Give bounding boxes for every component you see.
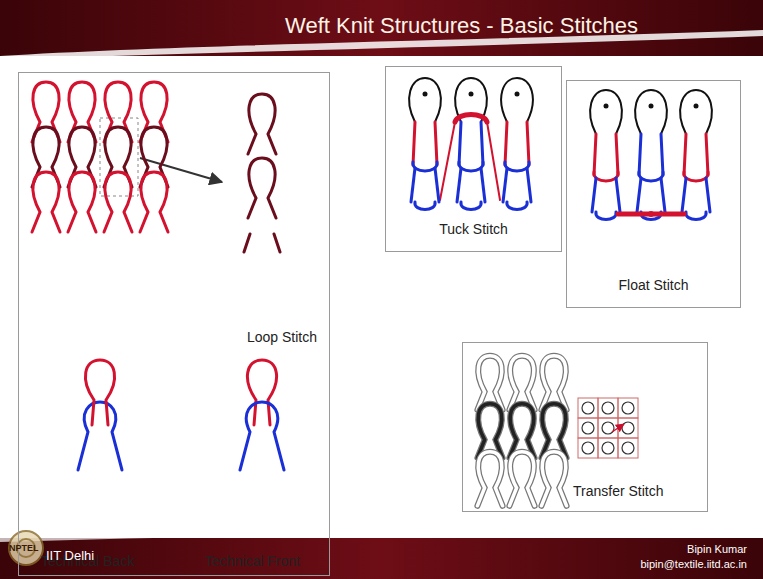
needle-grid-cell (618, 398, 638, 418)
needle-hook (590, 90, 622, 134)
needle-dot (649, 104, 654, 109)
float-yarn (618, 212, 684, 217)
knit-loop-leg (527, 168, 531, 202)
needle-hook (455, 78, 487, 122)
needle-dot (694, 104, 699, 109)
needle-grid-cell (598, 398, 618, 418)
needle-dot (469, 92, 474, 97)
needle-grid-cell (598, 438, 618, 458)
footer-bar (0, 538, 763, 579)
stitch-label: Technical Front (205, 553, 300, 570)
knit-loop-leg (411, 168, 415, 202)
stitch-label: Tuck Stitch (386, 221, 561, 238)
knit-loop (505, 162, 529, 171)
needle-grid-cell (578, 398, 598, 418)
knit-loop-leg (594, 134, 618, 175)
knit-loop (68, 172, 96, 232)
needle-grid-cell (578, 438, 598, 458)
needle-grid-cell (598, 418, 618, 438)
needle-grid-loop (602, 402, 614, 414)
knit-loop-leg (661, 178, 665, 212)
needle-hook (635, 90, 667, 134)
knit-loop-leg (639, 134, 663, 175)
transfer-loop (541, 452, 566, 506)
knit-loop-leg (481, 168, 485, 202)
transfer-loop-outline (541, 452, 566, 506)
knit-loop (85, 360, 114, 425)
knit-loop (596, 212, 616, 220)
knit-loop (78, 402, 122, 470)
stitch-panel: Loop StitchTechnical BackTechnical Front (18, 72, 330, 576)
knit-loop (461, 202, 481, 210)
tuck-leg (440, 122, 500, 200)
pointer-arrow (140, 158, 222, 182)
needle-dot (423, 92, 428, 97)
tuck-loop (455, 115, 487, 123)
knit-loop-leg (682, 178, 686, 212)
knit-loop (686, 212, 706, 220)
knit-loop-leg (457, 168, 461, 202)
knit-loop (507, 202, 527, 210)
knit-loop-leg (684, 134, 708, 175)
footer-label: IIT Delhi (46, 548, 94, 564)
needle-grid-loop (602, 442, 614, 454)
knit-loop-leg (616, 178, 620, 212)
footer-label: bipin@textile.iitd.ac.in (640, 558, 747, 571)
stitch-panel: Float Stitch (566, 80, 741, 308)
transfer-loop-outline (509, 452, 534, 506)
knit-loop (415, 202, 435, 210)
needle-grid-cell (618, 438, 638, 458)
knit-loop (594, 172, 618, 181)
slide-title: Weft Knit Structures - Basic Stitches (170, 13, 753, 39)
knit-loop (684, 172, 708, 181)
knit-loop (140, 172, 168, 232)
knit-loop-leg (244, 234, 280, 252)
knit-loop (240, 402, 284, 470)
knit-loop (459, 162, 483, 171)
knit-loop-leg (413, 122, 437, 165)
footer-label: NPTEL (9, 543, 39, 554)
float-dot (648, 211, 654, 217)
knit-loop (104, 172, 132, 232)
needle-grid-loop (622, 442, 634, 454)
nptel-logo (9, 531, 43, 565)
footer-swoosh (0, 530, 763, 542)
needle-grid-loop (582, 442, 594, 454)
stitch-label: Transfer Stitch (573, 483, 664, 500)
needle-dot (515, 92, 520, 97)
transfer-arrow (612, 424, 624, 432)
footer-label: Bipin Kumar (687, 543, 747, 556)
needle-grid-loop (622, 402, 634, 414)
knit-loop-leg (505, 122, 529, 165)
knit-loop-leg (503, 168, 507, 202)
needle-hook (409, 78, 441, 122)
knit-loop-leg (459, 122, 483, 165)
knit-loop (248, 94, 276, 154)
stitch-panel: Tuck Stitch (385, 66, 562, 252)
needle-grid-loop (582, 402, 594, 414)
needle-hook (680, 90, 712, 134)
needle-grid-cell (618, 418, 638, 438)
transfer-loop (509, 452, 534, 506)
stitch-label: Loop Stitch (247, 329, 317, 346)
needle-dot (604, 104, 609, 109)
knit-loop (413, 162, 437, 171)
stitch-panel: Transfer Stitch (462, 342, 708, 512)
needle-grid-cell (578, 418, 598, 438)
needle-grid-loop (582, 422, 594, 434)
transfer-loop-outline (477, 452, 502, 506)
knit-loop (32, 172, 60, 232)
stitch-label: Float Stitch (567, 277, 740, 294)
knit-loop-leg (592, 178, 596, 212)
knit-loop-leg (637, 178, 641, 212)
transfer-loop (477, 452, 502, 506)
knit-loop-leg (706, 178, 710, 212)
knit-loop (248, 158, 276, 218)
knit-loop-leg (435, 168, 439, 202)
needle-hook (501, 78, 533, 122)
knit-loop (247, 360, 276, 425)
knit-loop (639, 172, 663, 181)
